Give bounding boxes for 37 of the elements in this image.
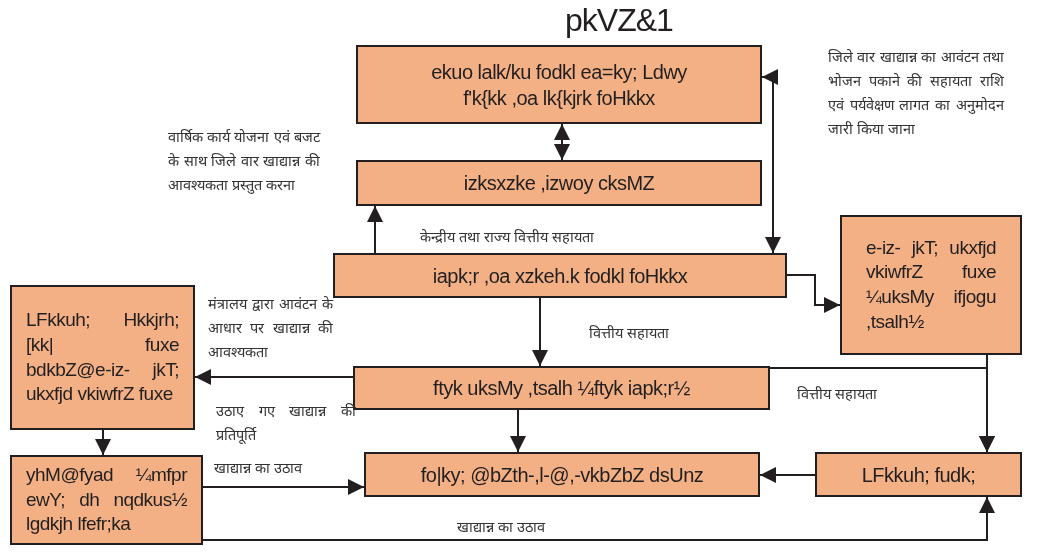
arrow bbox=[554, 123, 570, 161]
process-box bbox=[356, 45, 762, 124]
box-text: izksxzke ,izwoy cksMZ bbox=[463, 171, 655, 196]
arrow bbox=[510, 409, 526, 453]
process-box bbox=[815, 452, 1022, 497]
arrow bbox=[786, 274, 841, 313]
arrow bbox=[532, 297, 548, 367]
arrow bbox=[194, 369, 354, 385]
arrow bbox=[979, 354, 995, 453]
box-text: e-iz- jkT; ukxfjd vkiwfrZ fuxe ¼uksMy ifjogu ,tsalh½ bbox=[866, 235, 996, 334]
edge-label: वित्तीय सहायता bbox=[795, 383, 880, 403]
process-box bbox=[364, 452, 760, 497]
annotation-text: वार्षिक कार्य योजना एवं बजट के साथ जिले वार खाद्यान्न की आवश्यकता प्रस्तुत करना bbox=[168, 128, 320, 196]
annotation-text: केन्द्रीय तथा राज्य वित्तीय सहायता bbox=[420, 228, 596, 247]
arrow bbox=[759, 467, 816, 483]
process-box bbox=[840, 215, 1022, 355]
process-box bbox=[10, 455, 203, 545]
arrow bbox=[202, 479, 365, 495]
diagram-title: pkVZ&1 bbox=[565, 2, 673, 39]
box-text: fo|ky; @bZth-,l-@,-vkbZbZ dsUnz bbox=[420, 462, 704, 488]
edge-label: वित्तीय सहायता bbox=[587, 322, 672, 342]
arrow bbox=[95, 429, 111, 456]
box-text: ekuo lalk/ku fodkl ea=ky; Ldwy f'k{kk ,oa lk{kjrk foHkkx bbox=[430, 59, 688, 111]
process-box bbox=[333, 253, 787, 298]
arrow bbox=[761, 69, 781, 254]
arrow bbox=[202, 496, 995, 541]
annotation-text: जिले वार खाद्यान्न का आवंटन तथा भोजन पकाने की सहायता राशि एवं पर्यवेक्षण लागत का अनुमोदन जारी किया जाना bbox=[828, 48, 1004, 139]
box-text: ftyk uksMy ,tsalh ¼ftyk iapk;r½ bbox=[433, 376, 690, 401]
arrow bbox=[367, 205, 383, 254]
process-box bbox=[356, 160, 762, 206]
process-box bbox=[10, 285, 195, 430]
annotation-text: उठाए गए खाद्यान्न की प्रतिपूर्ति bbox=[216, 402, 356, 446]
box-text: yhM@fyad ¼mfpr ewY; dh nqdkus½ lgdkjh lfefr;ka bbox=[26, 462, 187, 537]
box-text: LFkkuh; Hkkjrh; [kk| fuxe bdkbZ@e-iz- jkT; ukxfjd vkiwfrZ fuxe bbox=[26, 308, 179, 407]
annotation-text: मंत्रालय द्वारा आवंटन के आधार पर खाद्यान्न की आवश्यकता bbox=[208, 295, 333, 362]
box-text: iapk;r ,oa xzkeh.k fodkl foHkkx bbox=[432, 263, 688, 289]
box-text: LFkkuh; fudk; bbox=[861, 462, 976, 488]
